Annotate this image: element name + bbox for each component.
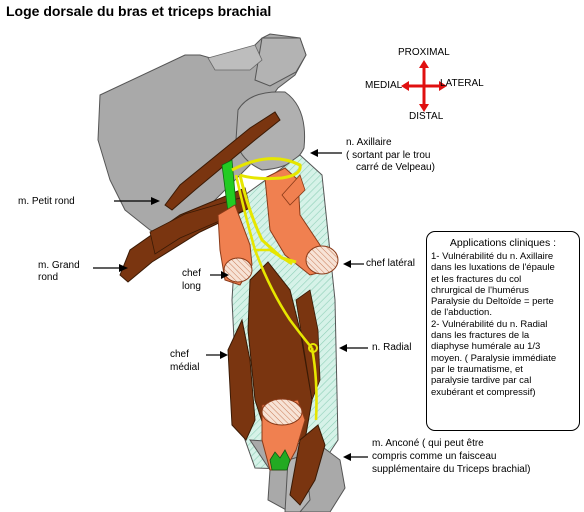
radial-nerve (234, 174, 318, 421)
axillary-nerve-note-1: ( sortant par le trou (346, 150, 431, 161)
teres-minor-label: m. Petit rond (18, 196, 75, 207)
orientation-cross (401, 60, 447, 112)
anconeus-label-1: m. Anconé ( qui peut être (372, 438, 484, 449)
medial-head-label-2: médial (170, 362, 200, 373)
radial-nerve-loop (308, 343, 318, 353)
axillary-nerve-note-2: carré de Velpeau) (356, 162, 435, 173)
pointer-arrows (93, 149, 368, 461)
green-strip (221, 159, 237, 213)
distal-label: DISTAL (409, 111, 444, 122)
lateral-head-label: chef latéral (366, 258, 415, 269)
teres-minor-muscle (164, 111, 281, 211)
axillary-nerve (231, 157, 302, 264)
medial-head-muscle (247, 261, 313, 441)
medial-head-label-1: chef (170, 349, 189, 360)
anconeus-label-2: compris comme un faisceau (372, 451, 497, 462)
anconeus-label-3: supplémentaire du Triceps brachial) (372, 464, 531, 475)
medial-label: MEDIAL (365, 80, 403, 91)
radial-nerve-label: n. Radial (372, 342, 412, 353)
long-head-label-1: chef (182, 268, 201, 279)
long-head-label-2: long (182, 281, 201, 292)
proximal-label: PROXIMAL (398, 47, 450, 58)
clinical-applications-box: Applications cliniques : 1- Vulnérabilit… (426, 231, 580, 431)
clinical-text: 1- Vulnérabilité du n. Axillaire dans le… (431, 251, 557, 398)
teres-major-label-1: m. Grand (38, 260, 80, 271)
clinical-title: Applications cliniques : (449, 237, 557, 249)
lateral-label: LATERAL (440, 78, 484, 89)
teres-major-label-2: rond (38, 272, 59, 283)
axillary-nerve-label: n. Axillaire (346, 137, 392, 148)
page-title: Loge dorsale du bras et triceps brachial (6, 3, 272, 19)
green-tendon-tip (269, 449, 291, 471)
humeral-head (235, 91, 306, 171)
anconeus-muscle (289, 424, 326, 506)
